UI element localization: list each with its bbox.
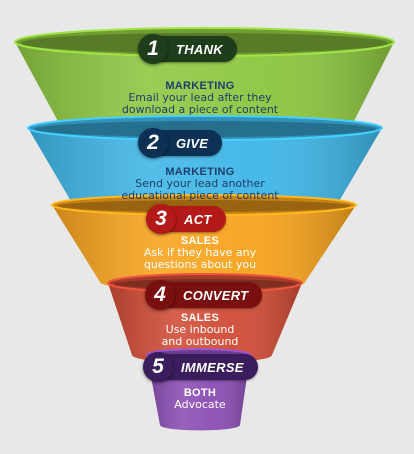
stage-number-3: 3 (146, 204, 176, 234)
funnel-tier-1 (14, 27, 395, 138)
stage-label-convert: CONVERT (163, 282, 263, 308)
stage-label-act: ACT (164, 206, 226, 232)
stage-badge-give: 2 GIVE (138, 128, 223, 158)
funnel-tier-3 (51, 194, 357, 292)
stage-number-2: 2 (138, 128, 168, 158)
stage-badge-immerse: 5 IMMERSE (143, 352, 258, 382)
stage-label-immerse: IMMERSE (161, 354, 258, 380)
stage-badge-act: 3 ACT (146, 204, 226, 234)
stage-number-1: 1 (138, 34, 168, 64)
stage-number-5: 5 (143, 352, 173, 382)
stage-label-thank: THANK (156, 36, 237, 62)
stage-badge-thank: 1 THANK (138, 34, 237, 64)
stage-badge-convert: 4 CONVERT (145, 280, 263, 310)
stage-number-4: 4 (145, 280, 175, 310)
